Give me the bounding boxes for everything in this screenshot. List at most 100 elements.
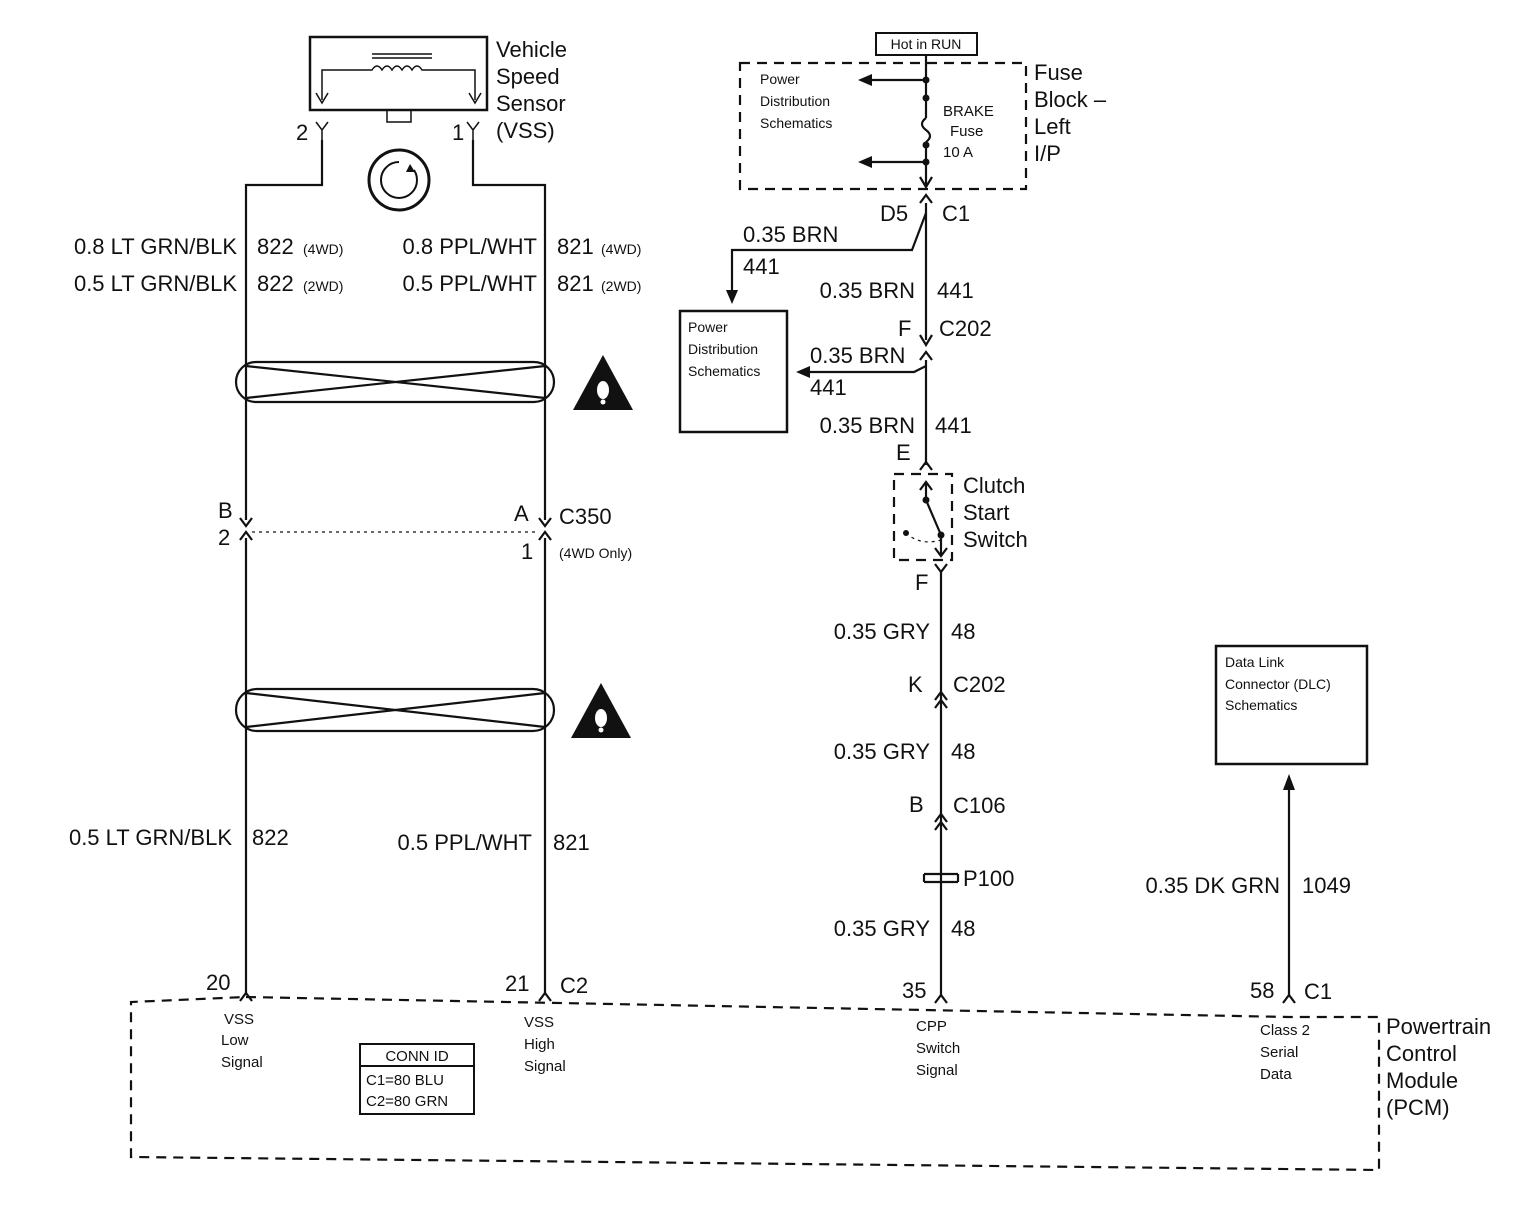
p100-name: P100 bbox=[963, 866, 1014, 891]
pcm-c2-name: C2 bbox=[560, 973, 588, 998]
c350-name: C350 bbox=[559, 504, 612, 529]
wire-48-circuit-3: 48 bbox=[951, 916, 975, 941]
pds-box-line1: Power bbox=[688, 319, 728, 335]
warning-icon-upper bbox=[573, 355, 633, 410]
vss-pin-right: 1 bbox=[452, 120, 464, 145]
conn-id-row-2: C2=80 GRN bbox=[366, 1093, 448, 1110]
fuse-block-name-2: Block – bbox=[1034, 87, 1107, 112]
dlc-box: Data Link Connector (DLC) Schematics bbox=[1214, 644, 1369, 766]
wire-821-2wd-circuit: 821 bbox=[557, 271, 594, 296]
pcm-pin-35-label-2: Switch bbox=[916, 1040, 960, 1057]
wire-822-4wd-circuit: 822 bbox=[257, 234, 294, 259]
wire-441-circuit-1: 441 bbox=[937, 278, 974, 303]
pcm-pin-20-label-1: VSS bbox=[224, 1011, 254, 1028]
twisted-pair-symbol-lower bbox=[234, 687, 556, 733]
wire-48-circuit-2: 48 bbox=[951, 739, 975, 764]
branch2-441-circuit: 441 bbox=[810, 375, 847, 400]
vss-wires bbox=[244, 140, 547, 995]
wire-822-2wd-circuit: 822 bbox=[257, 271, 294, 296]
c106-connector: B C106 bbox=[909, 792, 1006, 831]
clutch-name-1: Clutch bbox=[963, 473, 1025, 498]
wire-822-bottom-gauge: 0.5 LT GRN/BLK bbox=[69, 825, 232, 850]
dlc-box-line2: Connector (DLC) bbox=[1225, 676, 1331, 692]
vss-sensor: 2 1 Vehicle Speed Sensor (VSS) bbox=[296, 35, 567, 212]
hot-in-run-label: Hot in RUN bbox=[875, 32, 978, 56]
pcm-pin-21-label-1: VSS bbox=[524, 1014, 554, 1031]
conn-id-table: CONN ID C1=80 BLU C2=80 GRN bbox=[359, 1043, 475, 1115]
wire-821-bottom-circuit: 821 bbox=[553, 830, 590, 855]
c202-pin-f: F bbox=[898, 316, 911, 341]
dlc-box-line3: Schematics bbox=[1225, 697, 1297, 713]
reluctor-wheel-icon bbox=[367, 148, 431, 212]
power-distribution-box: Power Distribution Schematics bbox=[678, 309, 789, 434]
fuse-pds-line2: Distribution bbox=[760, 93, 830, 109]
clutch-name-3: Switch bbox=[963, 527, 1028, 552]
pcm-pin-21: 21 bbox=[505, 971, 529, 996]
brake-fuse-icon bbox=[920, 117, 932, 143]
pds-box-line3: Schematics bbox=[688, 363, 760, 379]
wire-822-2wd-gauge: 0.5 LT GRN/BLK bbox=[74, 271, 237, 296]
wire-822-2wd-note: (2WD) bbox=[303, 278, 343, 294]
pcm-pin-20-label-2: Low bbox=[221, 1032, 249, 1049]
clutch-pin-f: F bbox=[915, 570, 928, 595]
wire-821-bottom-gauge: 0.5 PPL/WHT bbox=[398, 830, 532, 855]
conn-id-row-1: C1=80 BLU bbox=[366, 1072, 444, 1089]
wire-822-4wd-gauge: 0.8 LT GRN/BLK bbox=[74, 234, 237, 259]
pcm-pin-20-label-3: Signal bbox=[221, 1054, 263, 1071]
c202-pin-k: K bbox=[908, 672, 923, 697]
wire-821-4wd-gauge: 0.8 PPL/WHT bbox=[403, 234, 537, 259]
wire-48-gauge-1: 0.35 GRY bbox=[834, 619, 931, 644]
hot-in-run-text: Hot in RUN bbox=[891, 36, 962, 52]
wire-441-gauge-2: 0.35 BRN bbox=[820, 413, 915, 438]
c106-name: C106 bbox=[953, 793, 1006, 818]
wire-1049-gauge: 0.35 DK GRN bbox=[1146, 873, 1281, 898]
c350-connector: B 2 A 1 C350 (4WD Only) bbox=[218, 498, 632, 564]
wire-821-2wd-note: (2WD) bbox=[601, 278, 641, 294]
pcm-c1-name: C1 bbox=[1304, 979, 1332, 1004]
c350-left-bottom: 2 bbox=[218, 525, 230, 550]
conn-id-title: CONN ID bbox=[385, 1048, 449, 1065]
pcm-pin-20: 20 bbox=[206, 970, 230, 995]
twisted-pair-symbol-upper bbox=[234, 360, 556, 404]
c202-k-connector: K C202 bbox=[908, 672, 1006, 709]
c350-note: (4WD Only) bbox=[559, 545, 632, 561]
wire-822-bottom-circuit: 822 bbox=[252, 825, 289, 850]
fuse-block-name-4: I/P bbox=[1034, 141, 1061, 166]
branch-441-gauge: 0.35 BRN bbox=[743, 222, 838, 247]
pcm-name-1: Powertrain bbox=[1386, 1014, 1491, 1039]
fuse-pds-line3: Schematics bbox=[760, 115, 832, 131]
c1-pin-d5: D5 bbox=[880, 201, 908, 226]
c350-right-bottom: 1 bbox=[521, 539, 533, 564]
wire-441-circuit-2: 441 bbox=[935, 413, 972, 438]
wire-48-circuit-1: 48 bbox=[951, 619, 975, 644]
c106-pin-b: B bbox=[909, 792, 924, 817]
branch2-441-gauge: 0.35 BRN bbox=[810, 343, 905, 368]
c202-name-bottom: C202 bbox=[953, 672, 1006, 697]
pds-box-line2: Distribution bbox=[688, 341, 758, 357]
c1-d5-connector: D5 C1 bbox=[880, 176, 970, 226]
pcm-pin-21-label-3: Signal bbox=[524, 1058, 566, 1075]
wire-441-gauge-1: 0.35 BRN bbox=[820, 278, 915, 303]
c202-f-connector: F C202 bbox=[898, 316, 992, 361]
brake-fuse-name-2: Fuse bbox=[950, 123, 983, 140]
pcm-pin-21-label-2: High bbox=[524, 1036, 555, 1053]
wire-48-gauge-3: 0.35 GRY bbox=[834, 916, 931, 941]
pcm-name-3: Module bbox=[1386, 1068, 1458, 1093]
vss-name-line2: Speed bbox=[496, 64, 560, 89]
pcm-pin-58-label-3: Data bbox=[1260, 1066, 1292, 1083]
brake-fuse-name-1: BRAKE bbox=[943, 103, 994, 120]
wire-821-4wd-circuit: 821 bbox=[557, 234, 594, 259]
c202-name-top: C202 bbox=[939, 316, 992, 341]
clutch-start-switch: E Clutch Start Switch F bbox=[892, 440, 1028, 595]
clutch-name-2: Start bbox=[963, 500, 1009, 525]
clutch-pin-e: E bbox=[896, 440, 911, 465]
pcm-module: Powertrain Control Module (PCM) 20 VSS L… bbox=[129, 970, 1491, 1172]
wire-821-4wd-note: (4WD) bbox=[601, 241, 641, 257]
pcm-name-4: (PCM) bbox=[1386, 1095, 1450, 1120]
brake-fuse-name-3: 10 A bbox=[943, 144, 973, 161]
vss-name-line3: Sensor bbox=[496, 91, 566, 116]
c350-left-top: B bbox=[218, 498, 233, 523]
p100-splice: P100 bbox=[922, 866, 1014, 891]
pcm-pin-35: 35 bbox=[902, 978, 926, 1003]
wire-48-gauge-2: 0.35 GRY bbox=[834, 739, 931, 764]
